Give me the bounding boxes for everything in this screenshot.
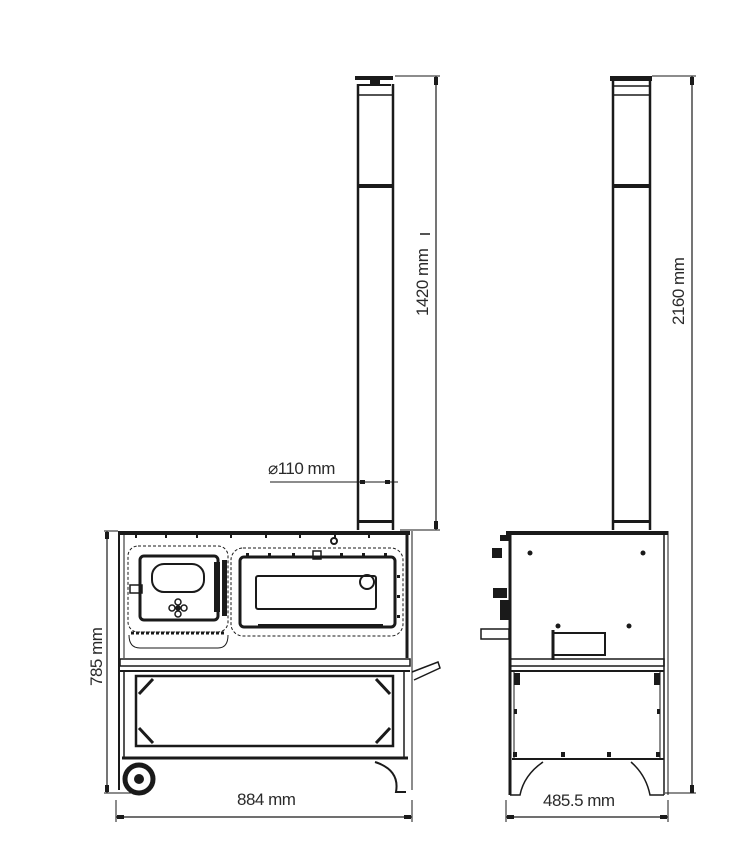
total-height-label: 2160 mm (669, 257, 688, 325)
side-body (480, 531, 669, 796)
flue-height-label: 1420 mm (413, 248, 432, 316)
width-dimension: 884 mm (115, 790, 413, 822)
depth-dimension: 485.5 mm (505, 791, 669, 822)
total-height-dimension: 2160 mm (652, 75, 696, 794)
side-flue-pipe (610, 76, 652, 530)
body-height-label: 785 mm (87, 627, 106, 686)
depth-label: 485.5 mm (543, 791, 615, 810)
oven-door (230, 547, 404, 637)
cooktop-ledge (119, 658, 441, 681)
caster-wheel (122, 762, 156, 796)
right-leg (374, 761, 406, 793)
stove-body (118, 531, 413, 790)
side-handles (492, 535, 510, 620)
lower-compartment (122, 671, 408, 760)
firebox-door (127, 545, 229, 649)
front-view: 1420 mm ⌀110 mm (87, 75, 441, 822)
flue-height-dimension: 1420 mm (395, 75, 440, 531)
vent-rosette (168, 598, 188, 618)
body-height-dimension: 785 mm (87, 530, 138, 794)
width-label: 884 mm (237, 790, 296, 809)
flue-diameter-label: ⌀110 mm (268, 459, 335, 478)
side-view: 2160 mm (480, 75, 696, 822)
flue-diameter-dimension: ⌀110 mm (268, 459, 398, 484)
flue-pipe (355, 76, 395, 530)
